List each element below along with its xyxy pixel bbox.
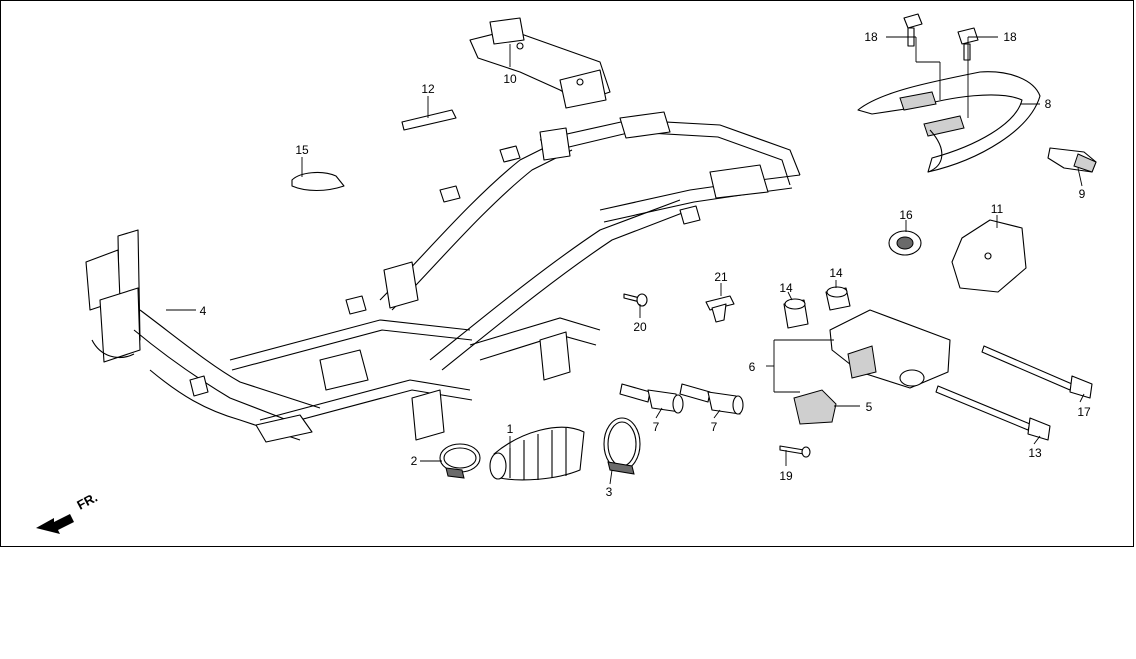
callout-2: 2 bbox=[411, 454, 418, 468]
callout-4: 4 bbox=[200, 304, 207, 318]
callout-11: 11 bbox=[991, 202, 1004, 216]
part-13-long-bolt bbox=[935, 385, 1051, 441]
front-label: FR. bbox=[74, 490, 100, 513]
part-8-rear-grip bbox=[857, 71, 1041, 173]
part-18-bolt-left bbox=[903, 13, 923, 47]
callout-14-left: 14 bbox=[779, 281, 793, 295]
callout-13: 13 bbox=[1028, 446, 1042, 460]
callout-18-left: 18 bbox=[864, 30, 878, 44]
part-12-plate bbox=[401, 109, 457, 131]
callout-20: 20 bbox=[633, 320, 647, 334]
part-14-bushing-right bbox=[825, 286, 851, 311]
part-18-bolt-right bbox=[957, 27, 979, 61]
callout-17: 17 bbox=[1077, 405, 1091, 419]
main-frame bbox=[85, 111, 801, 443]
part-14-bushing-left bbox=[783, 298, 809, 329]
part-16-grommet bbox=[888, 230, 922, 256]
front-direction-arrow bbox=[36, 514, 74, 534]
callout-10: 10 bbox=[503, 72, 517, 86]
leader-lines bbox=[166, 36, 1085, 485]
part-5-damper bbox=[793, 389, 837, 425]
callout-9: 9 bbox=[1079, 187, 1086, 201]
callout-21: 21 bbox=[714, 270, 728, 284]
callout-1: 1 bbox=[507, 422, 514, 436]
part-3-hose-band bbox=[603, 417, 641, 475]
callout-3: 3 bbox=[606, 485, 613, 499]
part-10-bracket bbox=[469, 17, 611, 109]
part-15-clip bbox=[291, 171, 345, 192]
callout-12: 12 bbox=[421, 82, 435, 96]
part-11-cover bbox=[951, 219, 1027, 293]
callout-7-left: 7 bbox=[653, 420, 660, 434]
part-1-connecting-tube bbox=[489, 426, 585, 481]
part-6-engine-hanger bbox=[829, 309, 951, 389]
callout-7-right: 7 bbox=[711, 420, 718, 434]
callout-8: 8 bbox=[1045, 97, 1052, 111]
callout-16: 16 bbox=[899, 208, 913, 222]
part-17-long-bolt bbox=[981, 345, 1093, 399]
part-21-rivet bbox=[705, 295, 735, 323]
callout-18-right: 18 bbox=[1003, 30, 1017, 44]
part-9-end-cap bbox=[1047, 147, 1097, 173]
part-19-screw bbox=[779, 445, 811, 458]
part-2-clamp bbox=[439, 443, 481, 479]
callout-6: 6 bbox=[749, 360, 756, 374]
callout-14-right: 14 bbox=[829, 266, 843, 280]
callout-5: 5 bbox=[866, 400, 873, 414]
callout-19: 19 bbox=[779, 469, 793, 483]
callout-15: 15 bbox=[295, 143, 309, 157]
part-7-collar-right bbox=[679, 383, 744, 415]
part-20-screw bbox=[623, 293, 648, 307]
part-7-collar-left bbox=[619, 383, 684, 414]
